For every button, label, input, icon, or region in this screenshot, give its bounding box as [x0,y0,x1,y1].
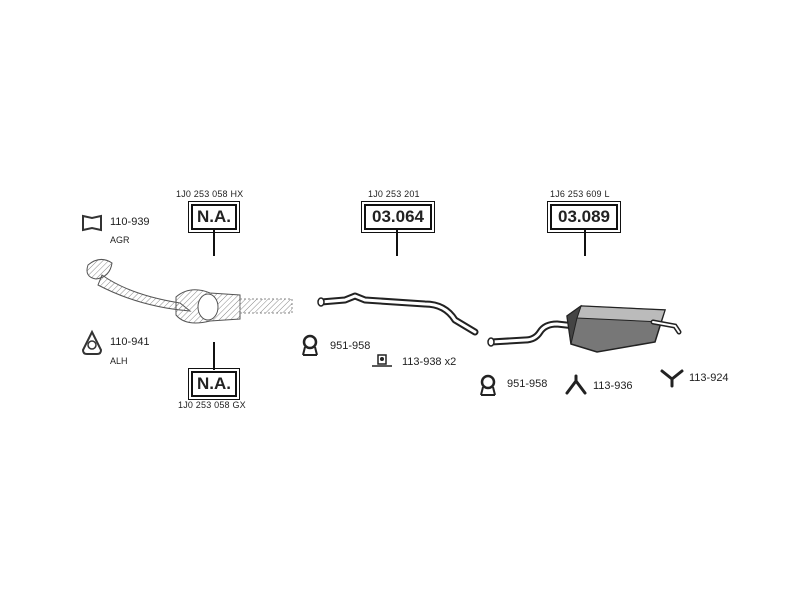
clamp-icon [480,374,496,396]
accessory-code-gasket-agr: 110-939 [110,216,150,228]
leader-line-cat-lower [213,342,215,370]
accessory-code-mount-1: 113-938 x2 [402,356,457,368]
part-ref-cat-upper: 1J0 253 058 HX [176,189,244,199]
accessory-note-agr: AGR [110,235,130,245]
leader-line-rear-silencer [584,230,586,256]
part-code-cat-lower[interactable]: N.A. [188,368,240,400]
mounting-bracket-icon [372,354,392,367]
rear-silencer-drawing [487,304,682,353]
accessory-code-clamp-2: 951-958 [507,378,548,390]
accessory-note-alh: ALH [110,356,128,366]
part-ref-rear-silencer: 1J6 253 609 L [550,189,610,199]
gasket-icon [81,329,103,355]
clamp-icon [302,334,318,356]
part-code-cat-upper[interactable]: N.A. [188,201,240,233]
rubber-hanger-icon [660,369,684,388]
part-ref-cat-lower: 1J0 253 058 GX [178,400,246,410]
part-code-rear-silencer[interactable]: 03.089 [547,201,621,233]
accessory-code-clamp-1: 951-958 [330,340,371,352]
rubber-hanger-icon [565,374,587,395]
accessory-code-hanger-2: 113-924 [689,372,729,384]
catalytic-converter-drawing [86,259,293,324]
middle-pipe-drawing [317,292,479,336]
leader-line-cat-upper [213,230,215,256]
leader-line-middle-pipe [396,230,398,256]
part-code-middle-pipe[interactable]: 03.064 [361,201,435,233]
part-ref-middle-pipe: 1J0 253 201 [368,189,420,199]
accessory-code-hanger-1: 113-936 [593,380,633,392]
accessory-code-gasket-alh: 110-941 [110,336,150,348]
gasket-icon [82,214,102,232]
